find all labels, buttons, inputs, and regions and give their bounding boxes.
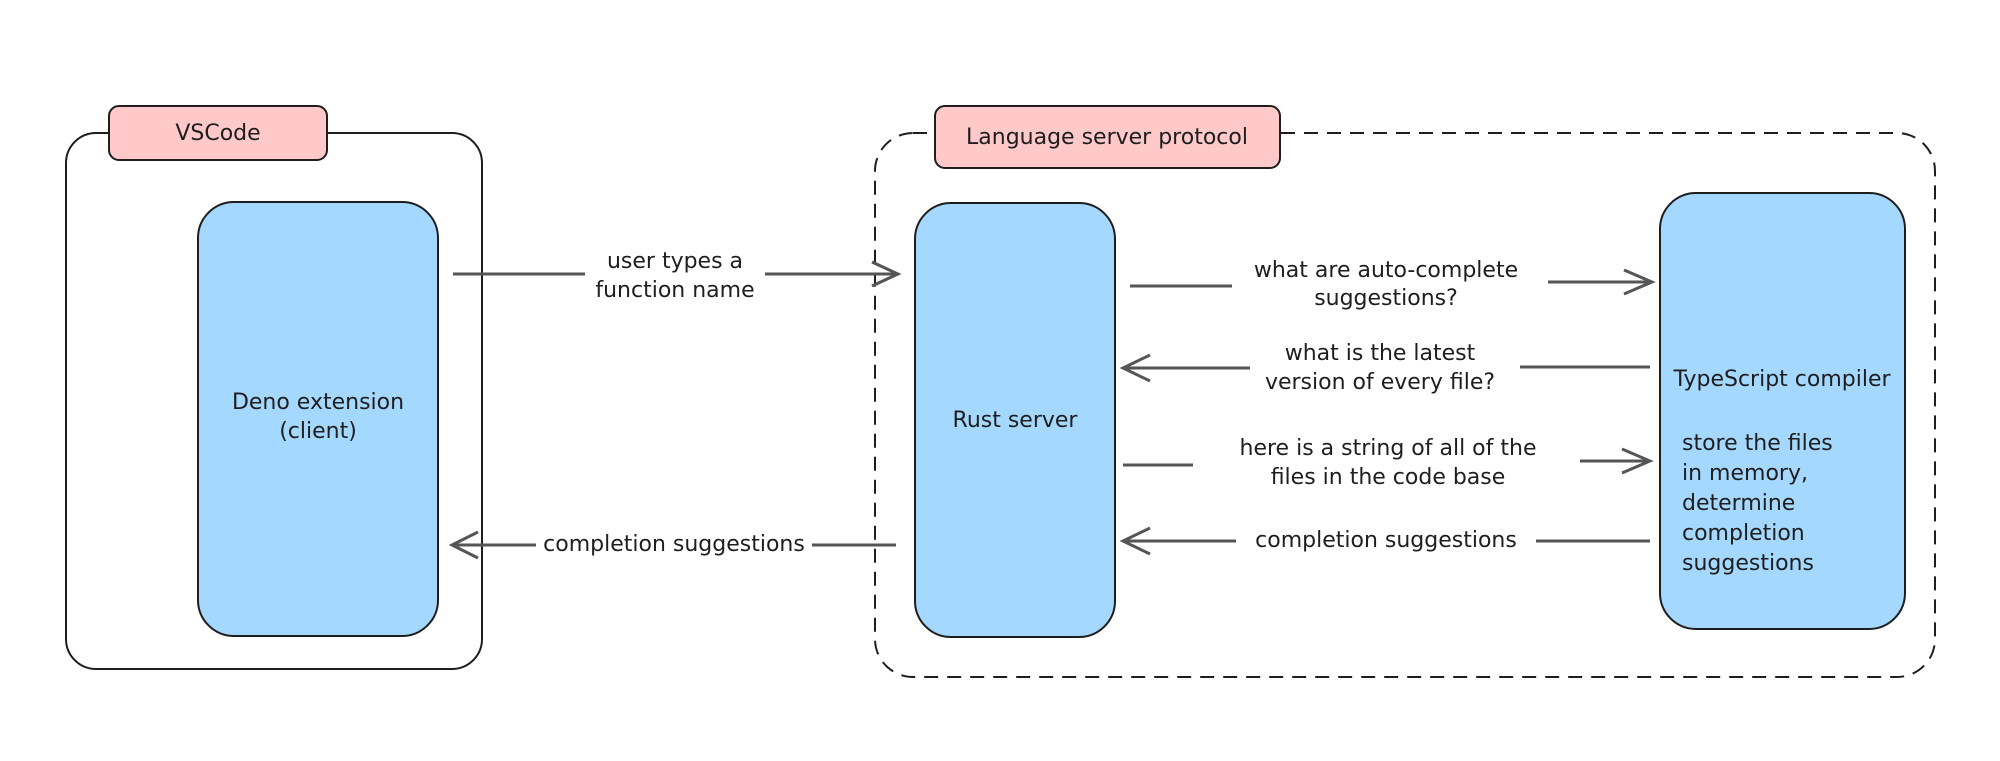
deno-extension-box: [197, 201, 439, 637]
arrow-files-string-label-1: here is a string of all of the: [1240, 436, 1537, 461]
vscode-tag: [108, 105, 328, 161]
arrow-ask-suggestions-label-1: what are auto-complete: [1254, 258, 1518, 283]
vscode-tag-label: VSCode: [175, 121, 260, 146]
arrow-completion-to-rust: [1119, 526, 1650, 556]
arrow-completion-to-client-label: completion suggestions: [543, 532, 805, 557]
arrow-ask-suggestions: [1130, 268, 1656, 296]
deno-extension-sublabel: (client): [279, 419, 357, 444]
lsp-tag: [934, 105, 1281, 169]
deno-extension-label: Deno extension: [232, 390, 404, 415]
typescript-compiler-title: TypeScript compiler: [1672, 367, 1891, 392]
arrow-user-types: [453, 260, 902, 288]
rust-server-box: [914, 202, 1116, 638]
typescript-compiler-line-5: suggestions: [1682, 551, 1814, 576]
arrow-latest-version-label-2: version of every file?: [1265, 370, 1495, 395]
arrow-ask-suggestions-label-2: suggestions?: [1314, 286, 1458, 311]
arrow-files-string: [1123, 447, 1654, 475]
typescript-compiler-line-1: store the files: [1682, 431, 1833, 456]
lsp-group-frame: [874, 132, 1936, 678]
typescript-compiler-box: [1659, 192, 1906, 630]
typescript-compiler-line-4: completion: [1682, 521, 1805, 546]
rust-server-label: Rust server: [953, 408, 1079, 433]
arrow-user-types-label-1: user types a: [607, 249, 743, 274]
arrow-latest-version-label-1: what is the latest: [1285, 341, 1476, 366]
typescript-compiler-line-3: determine: [1682, 491, 1795, 516]
arrow-latest-version: [1119, 353, 1650, 383]
arrow-completion-to-client: [448, 530, 896, 560]
arrow-user-types-label-2: function name: [595, 278, 754, 303]
arrow-files-string-label-2: files in the code base: [1271, 465, 1506, 490]
typescript-compiler-line-2: in memory,: [1682, 461, 1808, 486]
lsp-tag-label: Language server protocol: [966, 125, 1248, 150]
arrow-completion-to-rust-label: completion suggestions: [1255, 528, 1517, 553]
